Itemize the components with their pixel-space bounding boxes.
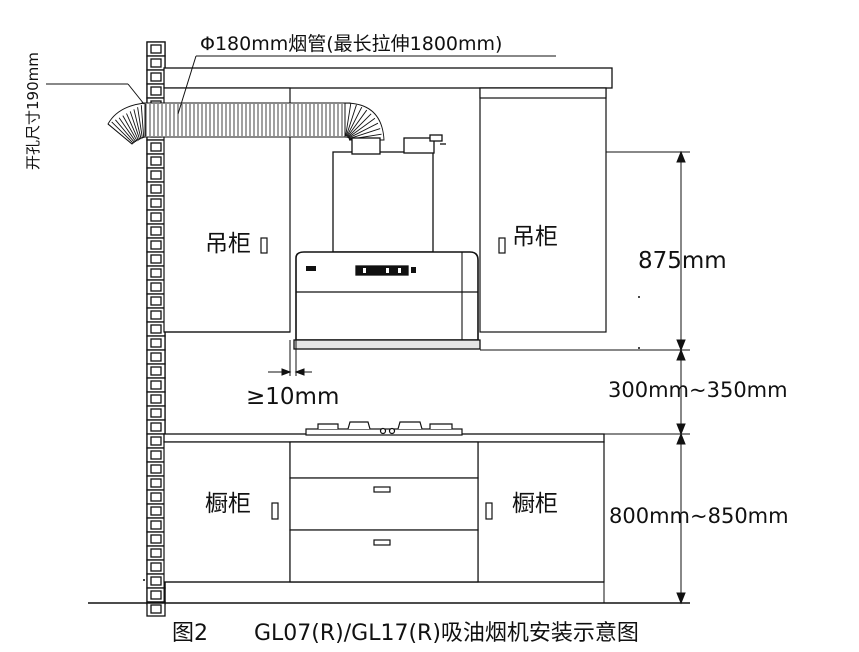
- upper-cabinet-left-label: 吊柜: [205, 231, 251, 257]
- brick-core: [150, 576, 162, 586]
- duct-ribs: [145, 104, 347, 136]
- range-hood: [293, 134, 481, 350]
- brick-core: [150, 590, 162, 600]
- hood-body: [295, 251, 479, 341]
- brick-core: [150, 212, 162, 222]
- figure-number: 图2: [172, 621, 208, 646]
- brick-core: [150, 394, 162, 404]
- hood-display-panel: [355, 265, 409, 276]
- brick-core: [150, 604, 162, 614]
- elbow-rib: [133, 109, 142, 140]
- brick-core: [150, 254, 162, 264]
- lower-cabinets: [163, 441, 605, 583]
- duct-elbow-outside: [107, 102, 146, 145]
- brick-core: [150, 338, 162, 348]
- brick-core: [150, 450, 162, 460]
- brick-core: [150, 86, 162, 96]
- hood-chimney: [332, 151, 434, 253]
- brick-core: [150, 142, 162, 152]
- reference-dots: [143, 296, 640, 581]
- hood-height-dimension: 300mm~350mm: [608, 378, 788, 402]
- elbow-rib: [137, 107, 143, 139]
- lower-cabinet-left-label: 橱柜: [205, 491, 251, 517]
- brick-core: [150, 170, 162, 180]
- figure-title: GL07(R)/GL17(R)吸油烟机安装示意图: [254, 621, 639, 646]
- brick-core: [150, 520, 162, 530]
- brick-core: [150, 268, 162, 278]
- brick-core: [150, 380, 162, 390]
- hood-logo: [306, 266, 316, 271]
- elbow-rib: [346, 106, 363, 137]
- brick-core: [150, 534, 162, 544]
- brick-core: [150, 240, 162, 250]
- drawer-bottom: [289, 529, 479, 583]
- brick-core: [150, 72, 162, 82]
- elbow-rib: [115, 119, 135, 143]
- brick-core: [150, 184, 162, 194]
- drawer-middle: [289, 477, 479, 531]
- upper-cabinet-right: [479, 87, 607, 333]
- brick-core: [150, 310, 162, 320]
- brick-core: [150, 506, 162, 516]
- elbow-rib: [347, 113, 372, 138]
- brick-core: [150, 156, 162, 166]
- elbow-rib: [107, 123, 133, 145]
- elbow-rib: [345, 103, 352, 137]
- counter-height-dimension: 800mm~850mm: [609, 504, 789, 528]
- upper-height-dimension: 875mm: [638, 248, 727, 274]
- brick-core: [150, 562, 162, 572]
- elbow-rib: [345, 104, 357, 137]
- brick-core: [150, 198, 162, 208]
- elbow-rib: [129, 111, 141, 140]
- brick-core: [150, 548, 162, 558]
- brick-core: [150, 282, 162, 292]
- pipe-spec-label: Φ180mm烟管(最长拉伸1800mm): [200, 33, 502, 55]
- hood-bottom-tray: [293, 339, 481, 350]
- ceiling-slab: [163, 67, 613, 89]
- brick-core: [150, 44, 162, 54]
- elbow-rib: [140, 105, 145, 138]
- lower-cabinet-right-label: 橱柜: [512, 491, 558, 517]
- brick-core: [150, 492, 162, 502]
- brick-core: [150, 58, 162, 68]
- duct-elbow-to-hood: [344, 102, 385, 141]
- brick-core: [150, 226, 162, 236]
- brick-core: [150, 366, 162, 376]
- gap-dimension-label: ≥10mm: [246, 384, 339, 410]
- brick-core: [150, 324, 162, 334]
- opening-size-label: 开孔尺寸190mm: [24, 52, 42, 170]
- elbow-rib: [122, 115, 138, 142]
- elbow-rib: [348, 122, 379, 139]
- gas-cooktop: [305, 421, 463, 436]
- elbow-rib: [348, 128, 381, 140]
- brick-core: [150, 422, 162, 432]
- upper-cabinet-right-label: 吊柜: [512, 224, 558, 250]
- drawer-top: [289, 441, 479, 479]
- hood-check-valve: [403, 137, 435, 154]
- elbow-rib: [346, 109, 368, 138]
- hood-outlet-collar: [351, 137, 381, 155]
- elbow-rib: [118, 117, 137, 143]
- elbow-rib: [347, 117, 376, 139]
- brick-core: [150, 464, 162, 474]
- brick-core: [150, 408, 162, 418]
- brick-core: [150, 296, 162, 306]
- brick-core: [150, 436, 162, 446]
- brick-core: [150, 478, 162, 488]
- dimension-lines: [46, 55, 690, 605]
- elbow-rib: [126, 113, 139, 141]
- brick-core: [150, 352, 162, 362]
- elbow-rib: [111, 121, 134, 144]
